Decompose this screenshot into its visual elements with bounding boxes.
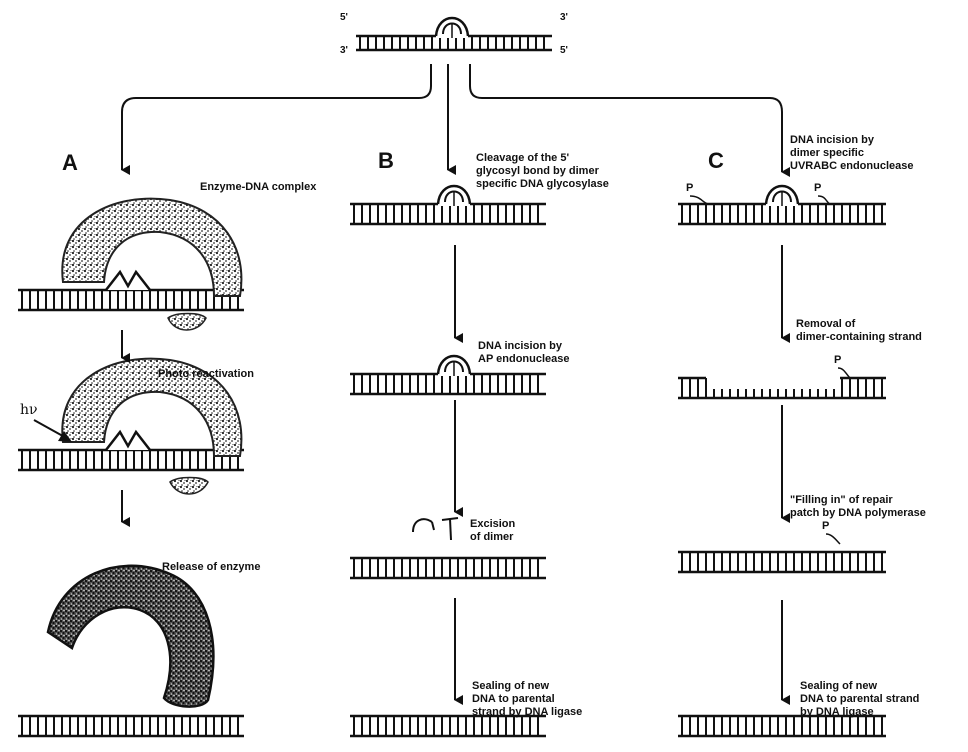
phosphate-label-right: P: [814, 182, 821, 195]
dna-duplex-a-complex: [18, 272, 244, 310]
phosphate-label-fill: P: [822, 520, 829, 533]
dna-duplex-c-repaired: [678, 716, 886, 736]
dna-duplex-a-repaired: [18, 716, 244, 736]
step-c-1-label: DNA incision by dimer specific UVRABC en…: [790, 134, 913, 173]
dna-duplex-damaged: [356, 18, 552, 50]
step-b-2-label: DNA incision by AP endonuclease: [478, 340, 570, 366]
dna-duplex-b-repaired: [350, 716, 546, 736]
dna-duplex-b-glycosylase: [350, 186, 546, 224]
excised-dimer: [413, 518, 458, 540]
step-c-2-label: Removal of dimer-containing strand: [796, 318, 922, 344]
photolyase-enzyme-released: [48, 566, 213, 707]
dna-duplex-c-removal: [678, 378, 886, 398]
step-b-4-label: Sealing of new DNA to parental strand by…: [472, 680, 582, 719]
dna-duplex-a-reactivation: [18, 432, 244, 470]
dna-duplex-b-excision: [350, 558, 546, 578]
dna-duplex-c-incision: [678, 186, 886, 224]
step-a-2-label: Photo reactivation: [158, 368, 254, 381]
step-c-4-label: Sealing of new DNA to parental strand by…: [800, 680, 919, 719]
panel-c-letter: C: [708, 148, 724, 174]
step-a-1-label: Enzyme-DNA complex: [200, 181, 316, 194]
step-c-3-label: "Filling in" of repair patch by DNA poly…: [790, 494, 926, 520]
branch-arrows: [122, 64, 782, 172]
strand-end-5prime-bottom: 5': [560, 45, 568, 56]
phosphate-label-left: P: [686, 182, 693, 195]
strand-end-5prime-top: 5': [340, 12, 348, 23]
step-b-1-label: Cleavage of the 5' glycosyl bond by dime…: [476, 152, 609, 191]
light-label: hν: [20, 404, 38, 417]
step-b-3-label: Excision of dimer: [470, 518, 515, 544]
step-arrows: [122, 245, 782, 700]
strand-end-3prime-bottom: 3': [340, 45, 348, 56]
step-a-3-label: Release of enzyme: [162, 561, 260, 574]
strand-end-3prime-top: 3': [560, 12, 568, 23]
phosphate-nicks: [690, 196, 850, 544]
dna-duplex-c-filling: [678, 552, 886, 572]
panel-b-letter: B: [378, 148, 394, 174]
phosphate-label-removal: P: [834, 354, 841, 367]
panel-a-letter: A: [62, 150, 78, 176]
